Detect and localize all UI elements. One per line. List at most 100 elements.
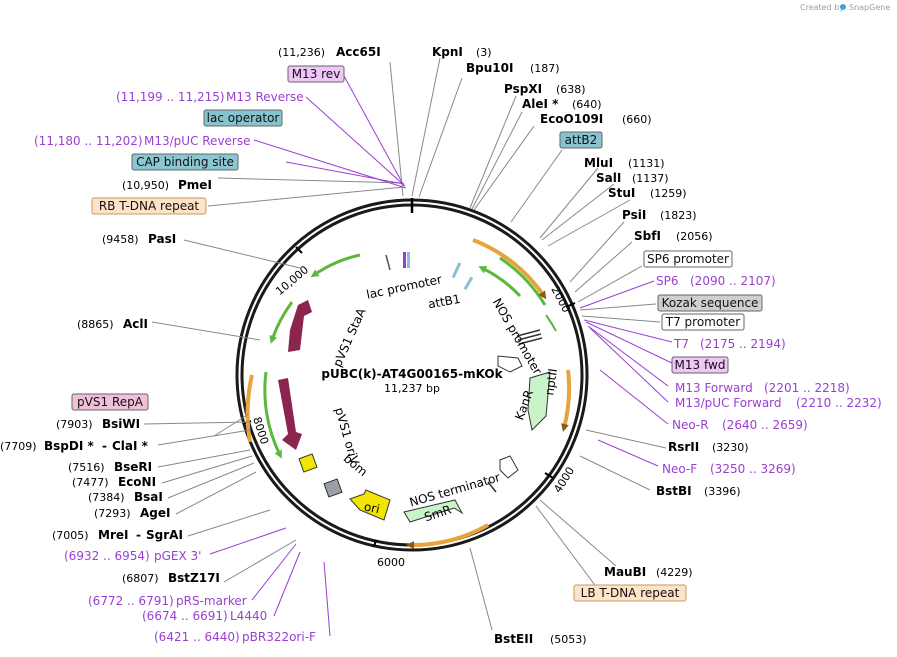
plasmid-length: 11,237 bp [384, 382, 440, 395]
econi-name: EcoNI [118, 475, 156, 489]
bstbi-name: BstBI [656, 484, 692, 498]
pasi-pos: (9458) [102, 233, 139, 246]
rsrii-pos: (3230) [712, 441, 749, 454]
m13fwd-box [671, 356, 729, 374]
bsteii-name: BstEII [494, 632, 533, 646]
smr-label: SmR [422, 503, 453, 525]
bstbi-pos: (3396) [704, 485, 741, 498]
m13puc-fwd-name: M13/pUC Forward [675, 396, 782, 410]
attb1-mark [451, 262, 462, 279]
l4440-name: L4440 [230, 609, 267, 623]
pvs1-oriv-arrow [278, 378, 302, 450]
bspdi-pos: (7709) [0, 440, 37, 453]
prsmarker-pos: (6772 .. 6791) [88, 594, 174, 608]
bsiwi-pos: (7903) [56, 418, 93, 431]
mrei-pos: (7005) [52, 529, 89, 542]
agei-name: AgeI [140, 506, 170, 520]
sali-name: SalI [596, 171, 621, 185]
econi-pos: (7477) [72, 476, 109, 489]
pasi-name: PasI [148, 232, 176, 246]
plasmid-title: pUBC(k)-AT4G00165-mKOk 11,237 bp [321, 367, 503, 395]
pspxi-pos: (638) [556, 83, 586, 96]
pvs1-oriv-label: pVS1 oriV [332, 406, 362, 467]
primer-leaders [209, 75, 675, 637]
cap-box [131, 153, 239, 171]
kozak-label: Kozak sequence [662, 296, 759, 310]
maubi-name: MauBI [604, 565, 646, 579]
neof-pos: (3250 .. 3269) [710, 462, 796, 476]
m13puc-rev-pos: (11,180 .. 11,202) [34, 134, 143, 148]
bstz17i-pos: (6807) [122, 572, 159, 585]
stui-pos: (1259) [650, 187, 687, 200]
acc65i-name: Acc65I [336, 45, 381, 59]
leader-lines [143, 57, 667, 631]
pvs1-staa-arrow [288, 300, 312, 352]
pmei-pos: (10,950) [122, 179, 169, 192]
neor-pos: (2640 .. 2659) [722, 418, 808, 432]
tick-6000: 6000 [377, 556, 405, 569]
bstz17i-name: BstZ17I [168, 571, 220, 585]
m13puc-fwd-pos: (2210 .. 2232) [796, 396, 882, 410]
cap-label: CAP binding site [136, 155, 234, 169]
rsrii-name: RsrII [668, 440, 699, 454]
m13rev-box [287, 65, 345, 83]
lacop-box [203, 109, 283, 127]
lacop-label: lac operator [207, 111, 280, 125]
acc65i-pos: (11,236) [278, 46, 325, 59]
ori-arrow [349, 489, 391, 521]
bseri-name: BseRI [114, 460, 152, 474]
bsiwi-name: BsiWI [102, 417, 140, 431]
l4440-pos: (6674 .. 6691) [142, 609, 228, 623]
bseri-pos: (7516) [68, 461, 105, 474]
mrei-sep: - [136, 528, 141, 542]
sp6prom-label: SP6 promoter [647, 252, 729, 266]
t7-pos: (2175 .. 2194) [700, 337, 786, 351]
ori-label: ori [363, 499, 381, 516]
bspdi-sep: - [102, 439, 107, 453]
prsmarker-name: pRS-marker [176, 594, 247, 608]
m13reverse-name: M13 Reverse [226, 90, 304, 104]
smr-arrow [403, 499, 464, 523]
left-labels: (11,236) Acc65I M13 rev (11,199 .. 11,21… [0, 45, 381, 644]
neof-name: Neo-F [662, 462, 697, 476]
sbfi-name: SbfI [634, 229, 661, 243]
sgrai-name: SgrAI [146, 528, 183, 542]
t7prom-box [661, 313, 745, 331]
eco109-pos: (660) [622, 113, 652, 126]
clai-name: ClaI * [112, 439, 149, 453]
pvs1-staa-label: pVS1 StaA [330, 305, 369, 369]
pspxi-name: PspXI [504, 82, 542, 96]
snapgene-logo-icon [840, 4, 846, 10]
white-arrow-2 [499, 455, 519, 479]
gray-box [323, 478, 343, 498]
plasmid-name: pUBC(k)-AT4G00165-mKOk [321, 367, 503, 381]
stui-name: StuI [608, 186, 635, 200]
attb2-box [559, 131, 603, 149]
credit-prefix: Created by [800, 3, 844, 12]
m13forward-name: M13 Forward [675, 381, 753, 395]
mrei-name: MreI [98, 528, 128, 542]
bspdi-name: BspDI * [44, 439, 94, 453]
kanr-arrow [527, 371, 551, 432]
agei-pos: (7293) [94, 507, 131, 520]
acli-name: AclI [123, 317, 148, 331]
pbr322-name: pBR322ori-F [242, 630, 316, 644]
t7prom-label: T7 promoter [665, 315, 741, 329]
pvs1repa-label: pVS1 RepA [77, 395, 144, 409]
bpu10i-name: Bpu10I [466, 61, 513, 75]
psii-name: PsiI [622, 208, 646, 222]
feature-labels: lac promoter attB1 NOS promoter KanR npt… [330, 272, 560, 524]
pgex3-pos: (6932 .. 6954) [64, 549, 150, 563]
right-labels: KpnI (3) Bpu10I (187) PspXI (638) AleI *… [432, 45, 882, 646]
psii-pos: (1823) [660, 209, 697, 222]
bsai-name: BsaI [134, 490, 163, 504]
alei-pos: (640) [572, 98, 602, 111]
mlui-name: MluI [584, 156, 613, 170]
kpni-pos: (3) [476, 46, 492, 59]
bpu10i-pos: (187) [530, 62, 560, 75]
white-arrow-1 [497, 355, 523, 373]
feature-shapes [278, 252, 551, 523]
pvs1repa-box [71, 393, 149, 411]
kpni-name: KpnI [432, 45, 463, 59]
